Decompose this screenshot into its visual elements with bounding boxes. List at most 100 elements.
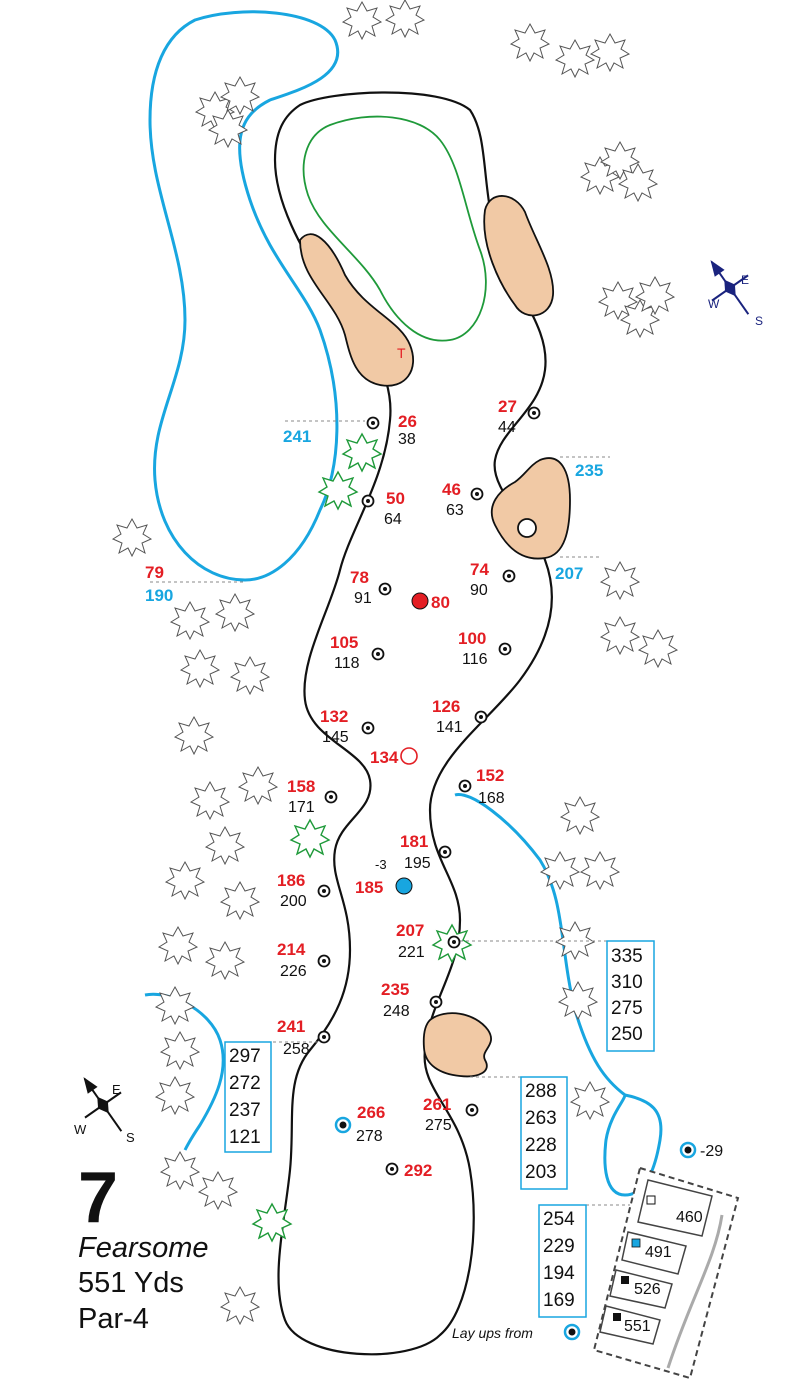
compass-south	[83, 1077, 123, 1132]
marker-black-label: 200	[280, 893, 307, 910]
marker-red-label: 26	[398, 412, 417, 431]
marker-black-label: 141	[436, 719, 463, 736]
svg-text:237: 237	[229, 1100, 261, 1121]
bunker-right-mid	[490, 457, 571, 560]
marker-red-label: 78	[350, 568, 369, 587]
marker-red-label: 241	[277, 1017, 305, 1036]
marker-black-label: 116	[462, 651, 488, 668]
marker-black-label: 248	[383, 1003, 410, 1020]
red-dot-marker	[411, 592, 429, 610]
svg-text:263: 263	[525, 1108, 557, 1129]
marker-black-label: 64	[384, 511, 402, 528]
marker-black-label: 91	[354, 590, 372, 607]
compass-north-s: S	[755, 314, 763, 328]
marker-centers	[322, 411, 536, 1171]
svg-text:228: 228	[525, 1135, 557, 1156]
svg-text:275: 275	[611, 998, 643, 1019]
tee-label: 491	[645, 1244, 672, 1261]
marker-red-label: 46	[442, 480, 461, 499]
compass-south-s: S	[126, 1130, 135, 1145]
bunker-fairway-right	[422, 1012, 492, 1078]
marker-red-label: 186	[277, 871, 305, 890]
layups-legend: Lay ups from	[452, 1325, 533, 1341]
marker-red-label: 105	[330, 633, 358, 652]
compass-north	[710, 260, 750, 315]
marker-red-label: 100	[458, 629, 486, 648]
bunker-green-right	[483, 195, 554, 317]
marker-red-label: 50	[386, 489, 405, 508]
marker-red-label: 235	[381, 980, 409, 999]
svg-text:288: 288	[525, 1081, 557, 1102]
yard-box-right: 335 310 275 250	[606, 940, 655, 1052]
marker-red-label: 158	[287, 777, 315, 796]
hole-number: 7	[78, 1158, 119, 1238]
marker-black-label: 278	[356, 1128, 383, 1145]
svg-text:254: 254	[543, 1209, 575, 1230]
marker-black-label: 275	[425, 1117, 452, 1134]
svg-text:272: 272	[229, 1073, 261, 1094]
tee-label: 526	[634, 1281, 661, 1298]
marker-black-label: 118	[334, 655, 360, 672]
marker-black-label: 221	[398, 944, 425, 961]
marker-red-label: 181	[400, 832, 428, 851]
blue-dot-marker	[395, 877, 413, 895]
trees	[112, 0, 678, 1325]
green	[302, 115, 487, 342]
open-circle-label: 134	[370, 748, 399, 767]
hazard-bunker-right-top: 235	[575, 461, 603, 480]
marker-black-label: 258	[283, 1041, 310, 1058]
marker-black-label: 195	[404, 855, 431, 872]
compass-south-w: W	[74, 1122, 87, 1137]
marker-black-label: 44	[498, 419, 516, 436]
far-layup-label: 292	[404, 1161, 432, 1180]
bunker-green-left	[299, 233, 415, 387]
marker-red-label: 152	[476, 766, 504, 785]
hazard-bunker-right-bottom: 207	[555, 564, 583, 583]
bunker-island	[517, 518, 537, 538]
blue-dot-adjust: -3	[375, 857, 387, 872]
yard-box-center: 288 263 228 203	[520, 1076, 568, 1190]
open-circle-marker	[400, 747, 418, 765]
svg-text:310: 310	[611, 972, 643, 993]
marker-labels: 26 38 27 44 46 63 50 64 74 90 78 91 105 …	[277, 397, 517, 1145]
hole-par: Par-4	[78, 1303, 149, 1335]
marker-black-label: 90	[470, 582, 488, 599]
hazard-water-left-blue: 190	[145, 586, 173, 605]
marker-dots	[317, 406, 541, 1176]
svg-text:229: 229	[543, 1236, 575, 1257]
marker-red-label: 74	[470, 560, 489, 579]
layup-adjust: -29	[700, 1143, 723, 1160]
layup-markers	[334, 1116, 697, 1341]
hole-name: Fearsome	[78, 1232, 209, 1264]
tee-marker: T	[397, 345, 406, 361]
marker-red-label: 261	[423, 1095, 451, 1114]
svg-text:194: 194	[543, 1263, 575, 1284]
svg-text:169: 169	[543, 1290, 575, 1311]
marker-black-label: 171	[288, 799, 315, 816]
compass-north-w: W	[708, 297, 720, 311]
marker-black-label: 63	[446, 502, 464, 519]
guide-lines	[150, 420, 630, 1206]
hazard-water-left-red: 79	[145, 563, 164, 582]
blue-dot-label: 185	[355, 878, 383, 897]
marker-black-label: 168	[478, 790, 505, 807]
marker-red-label: 132	[320, 707, 348, 726]
tee-area: 460 491 526 551	[592, 1166, 740, 1380]
yard-box-bottom: 254 229 194 169	[538, 1204, 587, 1318]
svg-text:297: 297	[229, 1046, 261, 1067]
compass-south-e: E	[112, 1082, 121, 1097]
hole-title-block: 7 Fearsome 551 Yds Par-4	[78, 1158, 209, 1337]
marker-black-label: 145	[322, 729, 349, 746]
tee-label: 460	[676, 1209, 703, 1226]
marker-black-label: 226	[280, 963, 307, 980]
svg-text:121: 121	[229, 1127, 261, 1148]
tee-label: 551	[624, 1318, 651, 1335]
marker-red-label: 207	[396, 921, 424, 940]
hazard-water-left-top: 241	[283, 427, 311, 446]
lake-left	[148, 10, 339, 582]
marker-red-label: 214	[277, 940, 306, 959]
compass-north-e: E	[741, 273, 749, 287]
marker-red-label: 27	[498, 397, 517, 416]
marker-red-label: 266	[357, 1103, 385, 1122]
